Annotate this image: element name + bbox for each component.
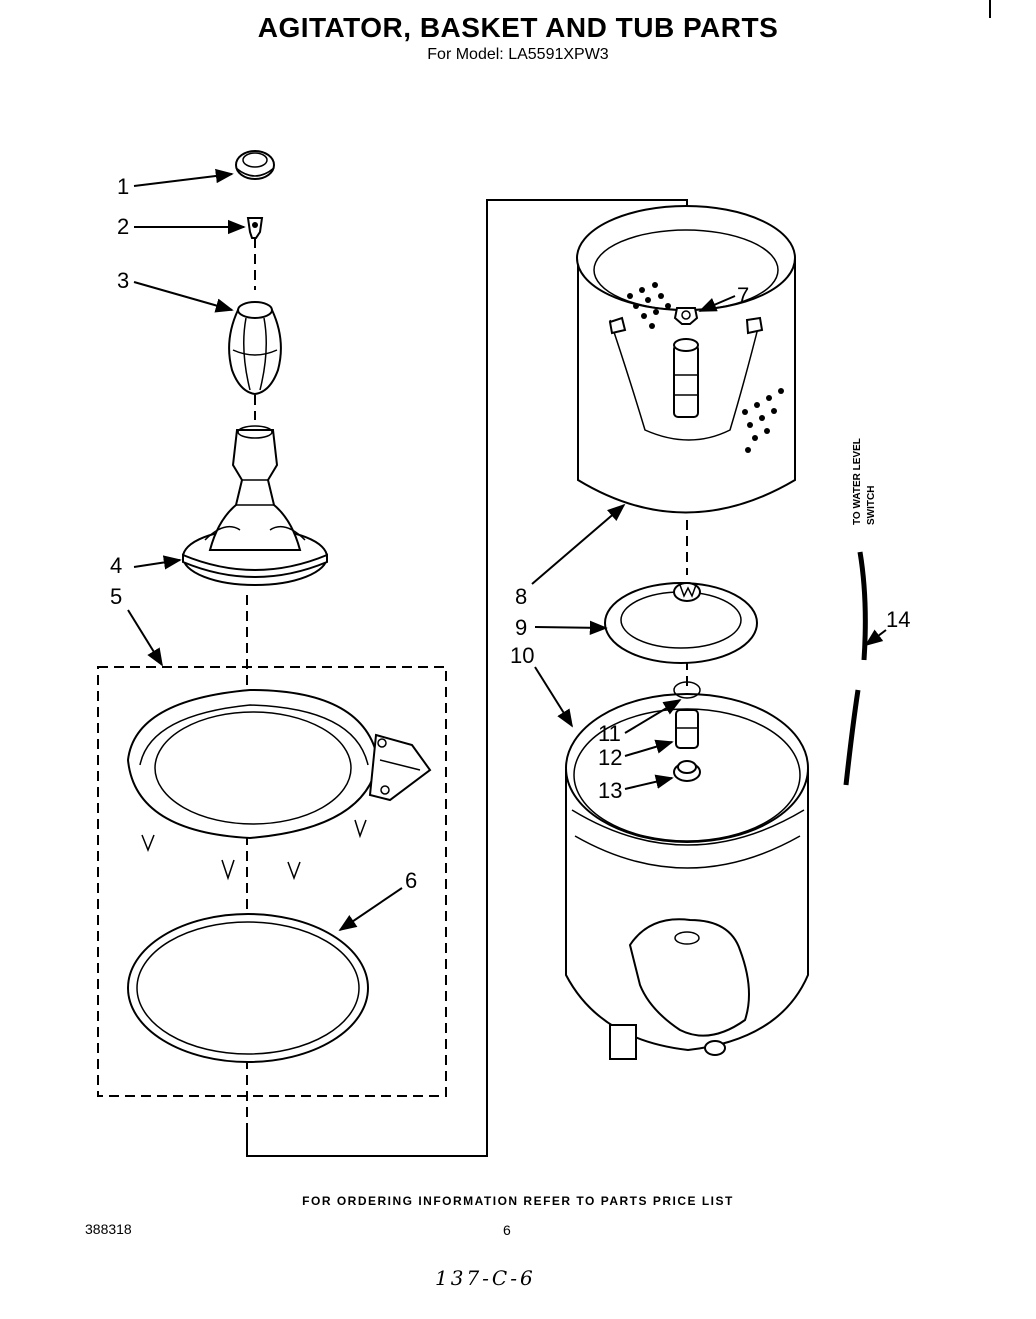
callout-labels: 1 2 3 4 5 6 7 8 9 10 11 12 13 14 <box>110 174 910 893</box>
page-number: 6 <box>503 1222 511 1238</box>
spin-basket <box>576 205 796 514</box>
handwritten-reference: 137-C-6 <box>435 1266 536 1290</box>
tub-ring <box>126 688 432 881</box>
leader-arrows <box>127 168 887 932</box>
agitator-base <box>182 425 328 586</box>
callout-9: 9 <box>515 615 527 640</box>
agitator-barrel <box>228 301 282 396</box>
side-note-line-2: SWITCH <box>866 486 877 525</box>
callout-14: 14 <box>886 607 910 632</box>
retaining-ring <box>673 681 701 699</box>
page-title: AGITATOR, BASKET AND TUB PARTS <box>257 12 779 43</box>
callout-3: 3 <box>117 268 129 293</box>
document-number: 388318 <box>85 1221 132 1237</box>
model-subtitle: For Model: LA5591XPW3 <box>427 46 609 63</box>
water-level-switch-note: TO WATER LEVEL SWITCH <box>852 438 877 525</box>
tub-seal <box>127 913 369 1063</box>
assembly-group-box <box>97 666 447 1097</box>
callout-6: 6 <box>405 868 417 893</box>
callout-11: 11 <box>598 721 621 746</box>
spline-drive <box>675 709 699 749</box>
callout-13: 13 <box>598 778 622 803</box>
callout-2: 2 <box>117 214 129 239</box>
callout-4: 4 <box>110 553 122 578</box>
callout-8: 8 <box>515 584 527 609</box>
basket-drive-nut <box>673 307 699 325</box>
water-level-hose <box>843 551 868 786</box>
callout-10: 10 <box>510 643 534 668</box>
callout-5: 5 <box>110 584 122 609</box>
ordering-info-note: FOR ORDERING INFORMATION REFER TO PARTS … <box>302 1194 734 1208</box>
tub-seal-nut <box>673 760 701 782</box>
callout-7: 7 <box>737 283 749 308</box>
callout-12: 12 <box>598 745 622 770</box>
agitator-cap <box>235 150 275 180</box>
agitator-dog <box>246 217 264 239</box>
drive-block <box>604 582 758 664</box>
side-note-line-1: TO WATER LEVEL <box>852 438 863 525</box>
callout-1: 1 <box>117 174 129 199</box>
